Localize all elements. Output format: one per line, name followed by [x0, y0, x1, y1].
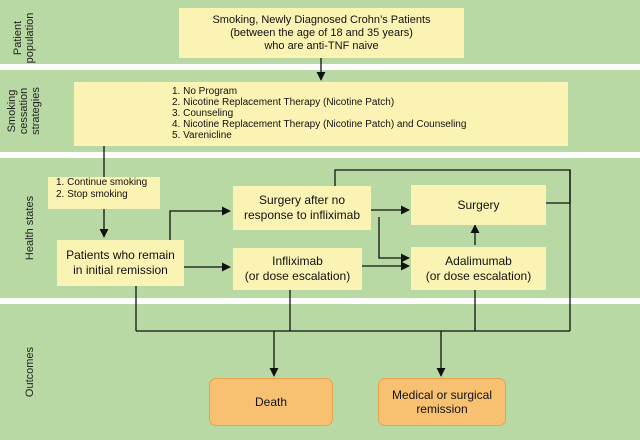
adalimumab-box: Adalimumab (or dose escalation)	[411, 247, 546, 290]
surgery-after-no-response-box: Surgery after no response to infliximab	[233, 186, 371, 230]
death-outcome-box: Death	[209, 378, 333, 426]
strategies-box: 1. No Program 2. Nicotine Replacement Th…	[74, 82, 568, 146]
line-top-loop	[334, 169, 571, 331]
medical-surgical-remission-outcome-box: Medical or surgical remission	[378, 378, 506, 426]
line-surgery-to-bus	[546, 170, 571, 204]
arrow-surgery-after-to-adalimumab	[378, 217, 410, 263]
infliximab-box: Infliximab (or dose escalation)	[233, 248, 362, 290]
arrow-remission-to-surgery-after	[169, 206, 231, 250]
smoking-status-box: 1. Continue smoking 2. Stop smoking	[48, 177, 160, 209]
surgery-box: Surgery	[411, 185, 546, 225]
population-box: Smoking, Newly Diagnosed Crohn’s Patient…	[179, 8, 464, 58]
initial-remission-box: Patients who remain in initial remission	[57, 240, 184, 286]
